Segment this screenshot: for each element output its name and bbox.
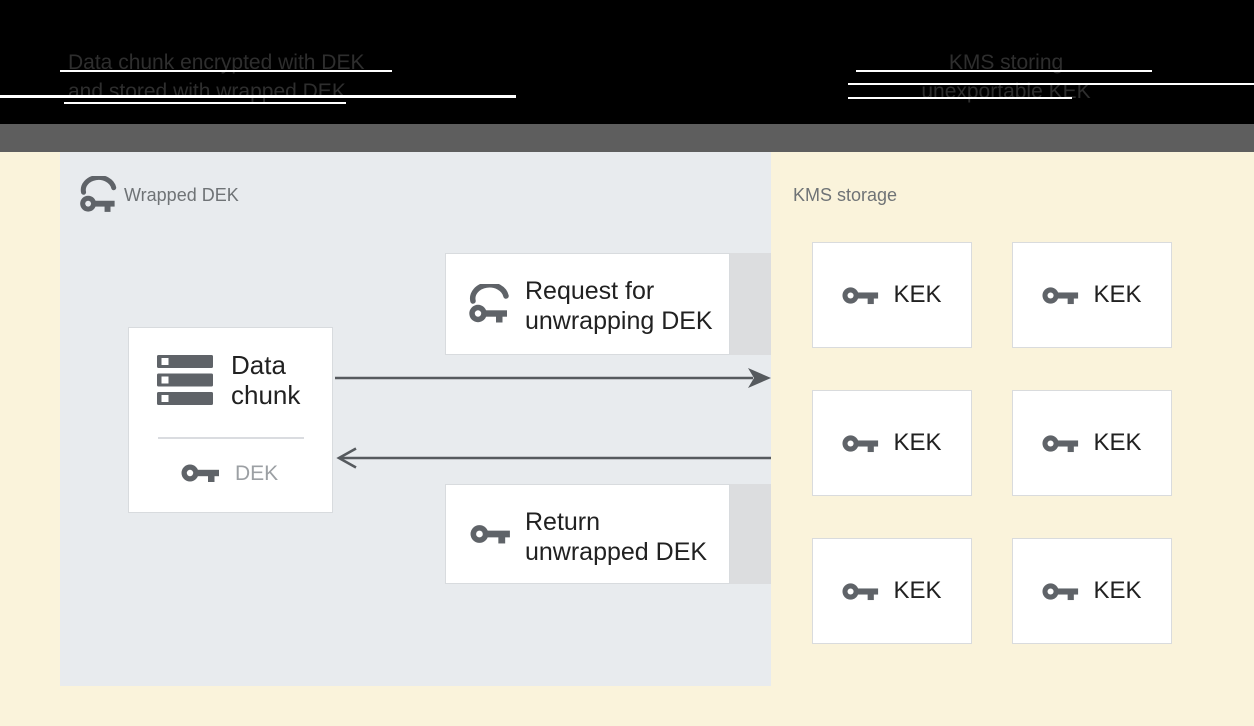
- request-box-line2: unwrapping DEK: [525, 307, 713, 335]
- request-unwrap-box: Request for unwrapping DEK: [445, 253, 730, 355]
- wrapped-key-icon: [80, 176, 117, 212]
- kek-box: KEK: [1012, 390, 1172, 496]
- kek-label: KEK: [893, 577, 942, 604]
- kek-label: KEK: [1093, 429, 1142, 456]
- request-box-line1: Request for: [525, 277, 655, 305]
- return-box-strip: [730, 484, 771, 584]
- kek-label: KEK: [893, 281, 942, 308]
- left-caption-line1: Data chunk encrypted with DEK: [68, 51, 365, 74]
- artifact-line: [848, 83, 1254, 85]
- right-caption-line1: KMS storing: [948, 51, 1064, 74]
- key-icon: [1042, 286, 1079, 304]
- artifact-line: [64, 102, 346, 104]
- kek-box: KEK: [812, 242, 972, 348]
- artifact-line: [0, 95, 516, 98]
- key-icon: [470, 525, 510, 544]
- return-box-line1: Return: [525, 508, 601, 536]
- key-icon: [842, 582, 879, 600]
- artifact-line: [856, 70, 1152, 72]
- return-arrow: [336, 447, 771, 469]
- kek-box: KEK: [1012, 242, 1172, 348]
- key-icon: [1042, 582, 1079, 600]
- kek-box: KEK: [812, 538, 972, 644]
- key-icon: [181, 464, 219, 482]
- artifact-line: [60, 70, 392, 72]
- wrapped-dek-label: Wrapped DEK: [124, 185, 239, 205]
- divider: [158, 437, 304, 439]
- data-chunk-box: Data chunk DEK: [128, 327, 333, 513]
- key-icon: [842, 434, 879, 452]
- return-unwrapped-box: Return unwrapped DEK: [445, 484, 730, 584]
- request-box-strip: [730, 253, 771, 355]
- kms-storage-label: KMS storage: [793, 185, 898, 205]
- artifact-line: [848, 97, 1072, 99]
- wrapped-key-icon: [469, 284, 509, 323]
- dek-label: DEK: [235, 462, 279, 485]
- divider-band: [0, 124, 1254, 152]
- kek-label: KEK: [1093, 281, 1142, 308]
- request-arrow: [335, 368, 771, 388]
- kek-box: KEK: [812, 390, 972, 496]
- key-icon: [1042, 434, 1079, 452]
- kek-label: KEK: [893, 429, 942, 456]
- data-chunk-icon: [157, 355, 213, 405]
- return-box-line2: unwrapped DEK: [525, 538, 708, 566]
- right-caption-line2: unexportable KEK: [921, 80, 1091, 103]
- kek-label: KEK: [1093, 577, 1142, 604]
- key-icon: [842, 286, 879, 304]
- kek-box: KEK: [1012, 538, 1172, 644]
- data-chunk-title: Data chunk: [231, 350, 301, 410]
- caption-band: Data chunk encrypted with DEK and stored…: [0, 0, 1254, 124]
- return-box-text: Return unwrapped DEK: [525, 507, 707, 567]
- request-box-text: Request for unwrapping DEK: [525, 276, 713, 336]
